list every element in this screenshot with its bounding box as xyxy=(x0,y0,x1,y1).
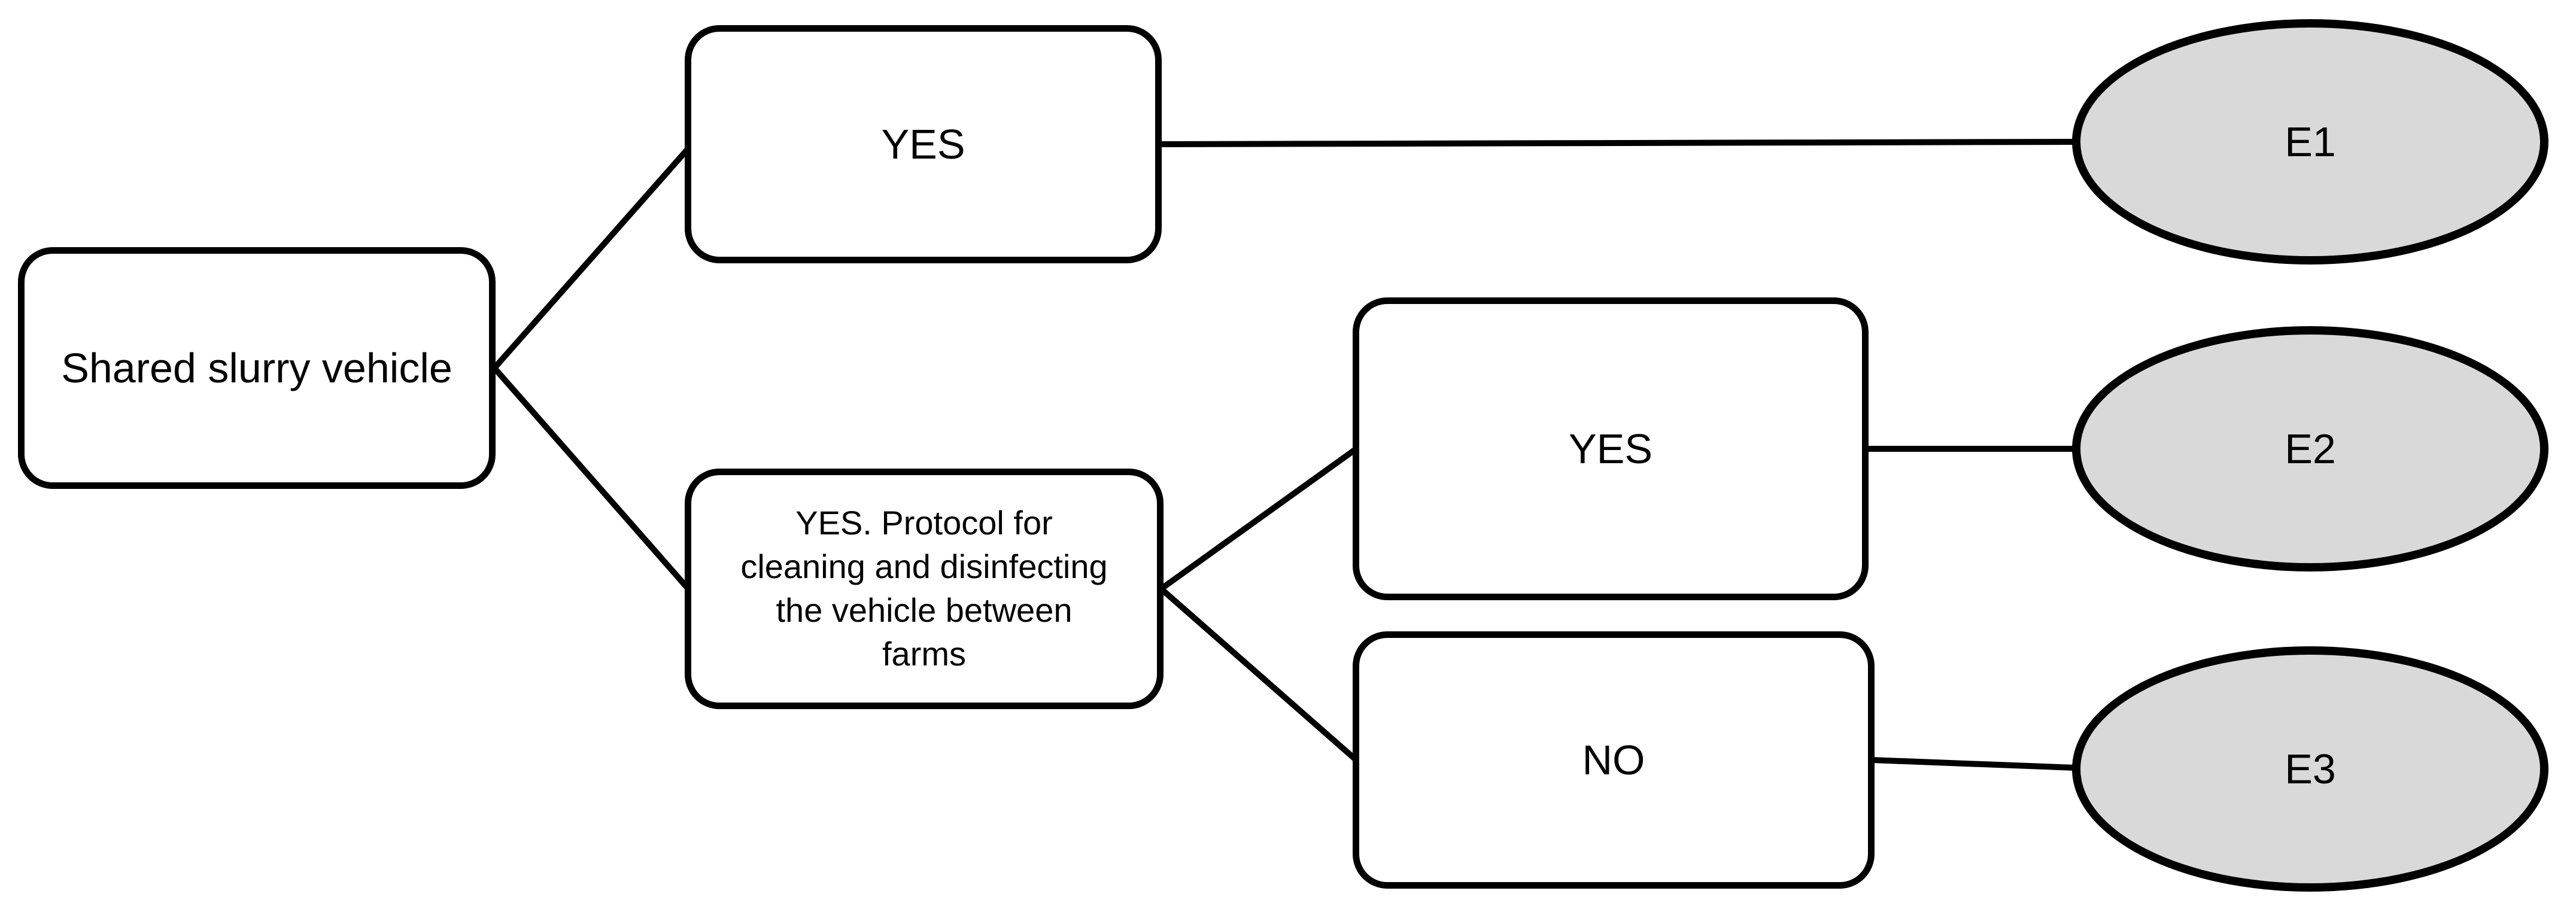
node-yes-mid-label: YES xyxy=(1568,425,1653,472)
endpoint-e1: E1 xyxy=(2072,19,2548,265)
node-yes-top: YES xyxy=(685,25,1162,263)
connector-root-to-protocol xyxy=(491,365,691,592)
node-yes-protocol: YES. Protocol for cleaning and disinfect… xyxy=(685,469,1164,709)
node-no-label: NO xyxy=(1582,736,1645,783)
endpoint-e2-label: E2 xyxy=(2285,425,2336,472)
node-shared-slurry-vehicle-label: Shared slurry vehicle xyxy=(61,344,452,391)
connector-root-to-yes-top xyxy=(491,145,691,371)
node-yes-protocol-label: YES. Protocol for cleaning and disinfect… xyxy=(740,504,1108,673)
node-yes-top-label: YES xyxy=(881,120,965,168)
connector-no-to-e3 xyxy=(1869,757,2079,771)
connector-yes-top-to-e1 xyxy=(1157,139,2079,147)
connector-protocol-to-yes-mid xyxy=(1158,446,1359,592)
endpoint-e3: E3 xyxy=(2072,646,2548,892)
node-yes-mid: YES xyxy=(1353,297,1869,600)
node-shared-slurry-vehicle: Shared slurry vehicle xyxy=(18,247,496,489)
endpoint-e2: E2 xyxy=(2072,326,2548,571)
endpoint-e1-label: E1 xyxy=(2285,118,2336,165)
connector-protocol-to-no xyxy=(1158,586,1359,763)
node-no: NO xyxy=(1353,631,1875,889)
endpoint-e3-label: E3 xyxy=(2285,746,2336,792)
